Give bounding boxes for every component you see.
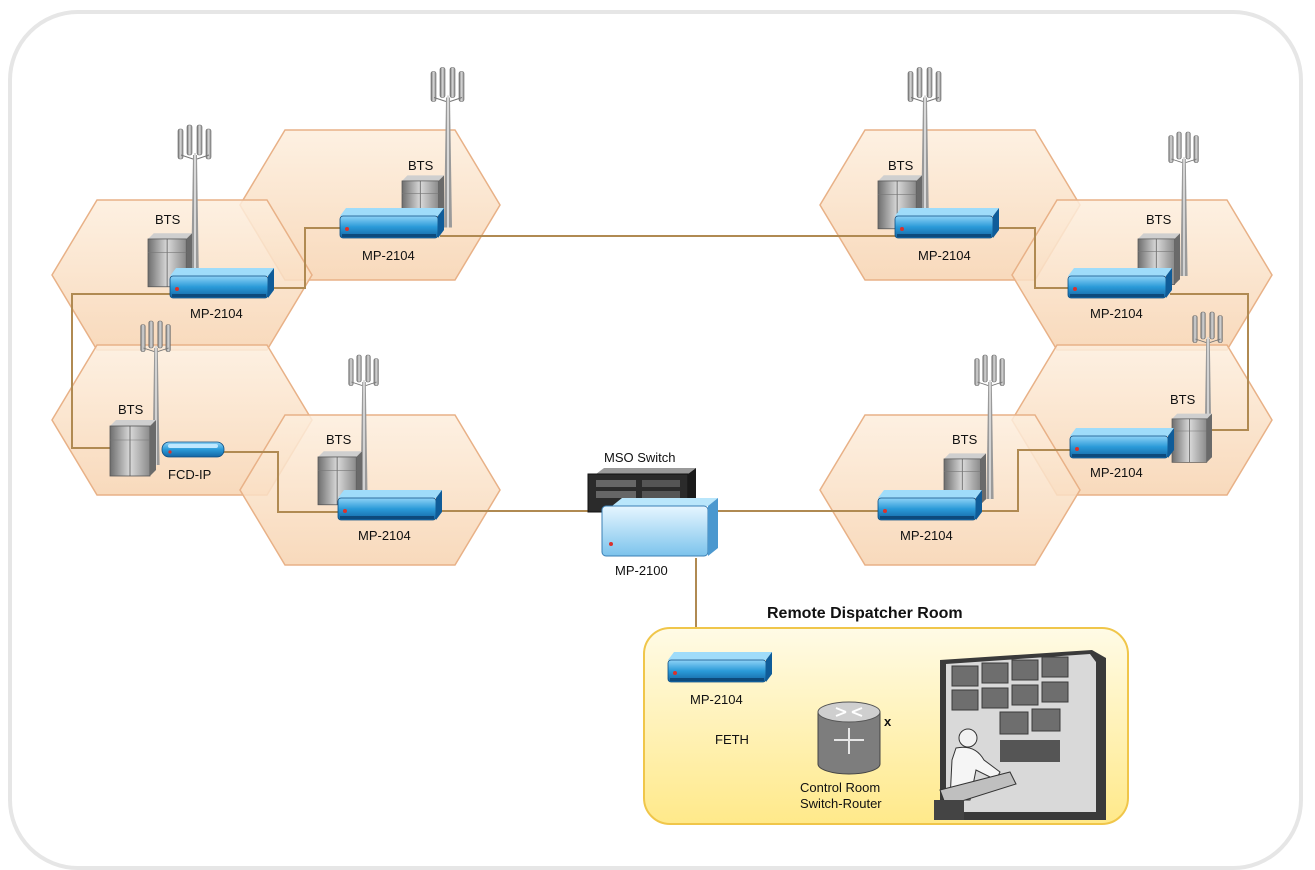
site-top-right-upper: BTS MP-2104 [877, 66, 1000, 263]
bts-label: BTS [1146, 212, 1172, 227]
router-label-line2: Switch-Router [800, 796, 882, 811]
site-right-middle: BTS MP-2104 [1069, 311, 1223, 480]
fcd-ip-device-icon [161, 441, 225, 458]
mp2104-device-icon [337, 489, 443, 521]
mp2104-label: MP-2104 [918, 248, 971, 263]
network-diagram: BTS MP-2104 BTS MP-2104 BTS FCD-IP BTS M… [51, 66, 1273, 825]
site-top-right-lower: BTS MP-2104 [1067, 131, 1199, 321]
bts-label: BTS [888, 158, 914, 173]
mp2104-device-icon [339, 207, 445, 239]
mso-switch-icon [587, 468, 696, 513]
mso-switch-label: MSO Switch [604, 450, 676, 465]
bts-label: BTS [326, 432, 352, 447]
bts-label: BTS [118, 402, 144, 417]
fcd-ip-label: FCD-IP [168, 467, 211, 482]
mp2104-label: MP-2104 [190, 306, 243, 321]
operator-icon [934, 728, 1017, 820]
mp2104-device-icon [667, 651, 773, 683]
feth-label: FETH [715, 732, 749, 747]
mso-site: MSO Switch MP-2100 [587, 450, 718, 578]
mp2104-device-icon [877, 489, 983, 521]
room-title: Remote Dispatcher Room [767, 605, 963, 622]
site-bottom-right: BTS MP-2104 [877, 354, 1005, 543]
bts-cabinet-icon [109, 419, 157, 477]
mp2104-device-icon [1069, 427, 1175, 459]
mp2104-device-icon [169, 267, 275, 299]
site-top-left-lower: BTS MP-2104 [147, 124, 275, 321]
router-label-line1: Control Room [800, 780, 880, 795]
remote-dispatcher-room: Remote Dispatcher Room MP-2104 FETH x Co… [643, 605, 1129, 825]
site-fcd-ip: BTS FCD-IP [109, 320, 225, 482]
mp2104-label: MP-2104 [900, 528, 953, 543]
x-mark: x [884, 714, 892, 729]
router-icon [817, 701, 881, 775]
site-bottom-left: BTS MP-2104 [317, 354, 443, 543]
bts-label: BTS [155, 212, 181, 227]
mp2104-label: MP-2104 [1090, 306, 1143, 321]
mp2104-label: MP-2104 [1090, 465, 1143, 480]
mp2104-device-icon [1067, 267, 1173, 299]
mp2104-device-icon [894, 207, 1000, 239]
bts-label: BTS [1170, 392, 1196, 407]
mp2104-label: MP-2104 [358, 528, 411, 543]
bts-label: BTS [952, 432, 978, 447]
bts-cabinet-icon [1171, 413, 1213, 463]
mp2100-device-icon [601, 498, 718, 557]
mp2100-label: MP-2100 [615, 563, 668, 578]
site-top-left-upper: BTS MP-2104 [339, 66, 465, 263]
mp2104-label: MP-2104 [362, 248, 415, 263]
bts-label: BTS [408, 158, 434, 173]
mp2104-label: MP-2104 [690, 692, 743, 707]
